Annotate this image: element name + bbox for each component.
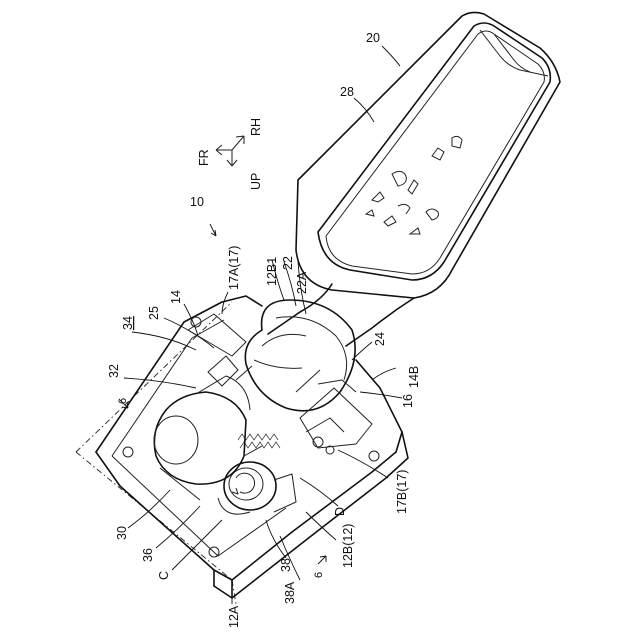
ref-34: 34 <box>121 316 135 330</box>
ref-D: D <box>333 507 347 516</box>
label-up: UP <box>249 173 263 190</box>
ref-17A: 17A(17) <box>227 246 241 290</box>
label-rh: RH <box>249 118 263 136</box>
ref-38: 38 <box>279 558 293 572</box>
base-housing <box>76 296 408 604</box>
orientation-indicator: FR RH UP <box>197 118 263 190</box>
ref-38A: 38A <box>283 581 297 604</box>
ball-joint <box>245 300 355 411</box>
ref-32: 32 <box>107 364 121 378</box>
ref-22A: 22A <box>295 271 309 294</box>
ref-24: 24 <box>373 332 387 346</box>
ref-22: 22 <box>281 256 295 270</box>
ref-17B: 17B(17) <box>395 470 409 514</box>
ref-25: 25 <box>147 306 161 320</box>
ref-30: 30 <box>115 526 129 540</box>
shift-pattern-glyphs <box>366 136 462 234</box>
actuator-motor <box>154 376 262 500</box>
ref-28: 28 <box>340 85 354 99</box>
ref-12A: 12A <box>227 605 241 628</box>
ref-20: 20 <box>366 31 380 45</box>
ref-6-bottom: 6 <box>313 572 325 578</box>
shift-knob <box>268 12 560 346</box>
reference-labels: 20 28 10 12B1 22 22A 17A(17) 14 34 25 32… <box>107 31 421 628</box>
ref-10: 10 <box>190 195 204 209</box>
ref-6-top: 6 <box>117 398 129 404</box>
ref-14: 14 <box>169 290 183 304</box>
ref-12B: 12B(12) <box>341 524 355 568</box>
label-fr: FR <box>197 149 211 166</box>
ref-14B: 14B <box>407 366 421 388</box>
ref-16: 16 <box>401 394 415 408</box>
ref-36: 36 <box>141 548 155 562</box>
ref-C: C <box>157 571 171 580</box>
release-dial <box>218 462 296 514</box>
ref-12B1: 12B1 <box>265 257 279 286</box>
